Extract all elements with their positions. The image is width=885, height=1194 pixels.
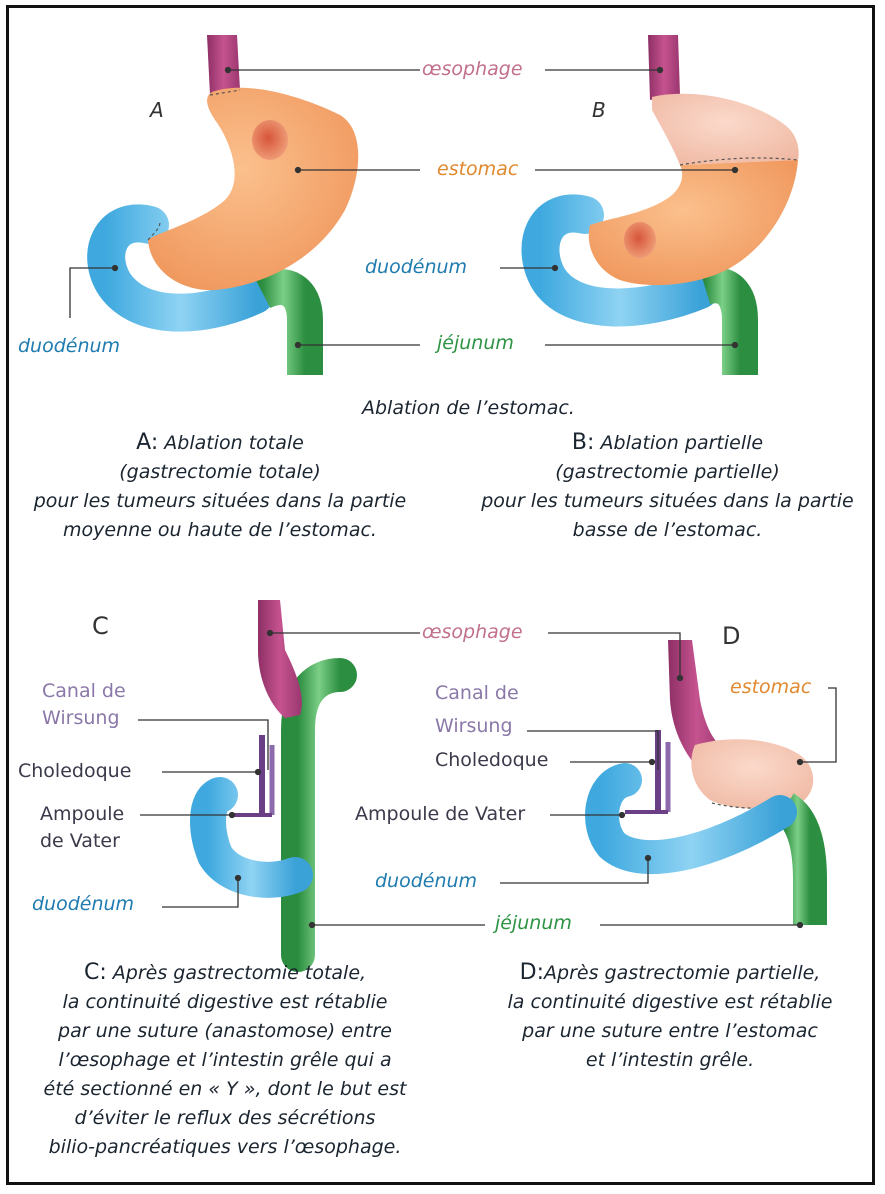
desc-a-line3: pour les tumeurs situées dans la partie (10, 487, 430, 516)
label-canal-wirsung-c-1: Canal de (42, 680, 126, 702)
label-ampoule-d: Ampoule de Vater (355, 803, 525, 825)
panel-letter-b: B (592, 98, 606, 122)
label-stomach-top: estomac (437, 158, 518, 180)
jejunum-b (705, 285, 740, 375)
label-canal-wirsung-d-1: Canal de (435, 682, 519, 704)
description-a: A: Ablation totale (gastrectomie totale)… (10, 428, 430, 545)
caption-ablation: Ablation de l’estomac. (362, 397, 575, 419)
desc-b-letter: B: (572, 430, 595, 455)
label-duodenum-left: duodénum (18, 335, 120, 357)
desc-b-line4: basse de l’estomac. (455, 516, 880, 545)
desc-b-line3: pour les tumeurs situées dans la partie (455, 487, 880, 516)
label-duodenum-right: duodénum (365, 256, 467, 278)
panel-letter-d: D (722, 622, 740, 650)
desc-c-line2: la continuité digestive est rétablie (15, 988, 435, 1017)
desc-c-line5: été sectionné en « Y », dont le but est (15, 1075, 435, 1104)
stomach-a (148, 88, 358, 290)
label-choledoque-d: Choledoque (435, 749, 548, 771)
desc-c-line4: l’œsophage et l’intestin grêle qui a (15, 1046, 435, 1075)
tumor-a (252, 120, 288, 160)
desc-c-line6: d’éviter le reflux des sécrétions (15, 1104, 435, 1133)
desc-c-line7: bilio-pancréatiques vers l’œsophage. (15, 1133, 435, 1162)
description-d: D:Après gastrectomie partielle, la conti… (470, 958, 870, 1075)
desc-d-line3: par une suture entre l’estomac (470, 1017, 870, 1046)
description-c: C: Après gastrectomie totale, la continu… (15, 958, 435, 1162)
oesophagus-b (648, 35, 680, 100)
panel-letter-a: A (150, 98, 164, 122)
panel-letter-c: C (92, 612, 109, 640)
label-oesophagus-bottom: œsophage (422, 621, 523, 643)
diagram-a-total-gastrectomy (106, 35, 358, 375)
desc-d-line2: la continuité digestive est rétablie (470, 988, 870, 1017)
oesophagus-a (207, 35, 240, 95)
label-duodenum-d: duodénum (375, 870, 477, 892)
stomach-b-removed (652, 94, 799, 165)
label-jejunum-top: jéjunum (437, 332, 514, 354)
label-ampoule-c-1: Ampoule (40, 803, 124, 825)
desc-a-line2: (gastrectomie totale) (10, 458, 430, 487)
label-oesophagus-top: œsophage (422, 58, 523, 80)
desc-d-line1: Après gastrectomie partielle, (544, 962, 820, 984)
desc-c-letter: C: (84, 960, 107, 985)
jejunum-a (262, 287, 305, 375)
label-ampoule-c-2: de Vater (40, 830, 120, 852)
desc-b-line1: Ablation partielle (600, 432, 763, 454)
desc-b-line2: (gastrectomie partielle) (455, 458, 880, 487)
desc-c-line3: par une suture (anastomose) entre (15, 1017, 435, 1046)
jejunum-limb-c (298, 675, 340, 955)
desc-a-line1: Ablation totale (164, 432, 304, 454)
label-jejunum-bottom: jéjunum (495, 912, 572, 934)
label-choledoque-c: Choledoque (18, 760, 131, 782)
label-canal-wirsung-d-2: Wirsung (435, 715, 513, 737)
diagram-c-total-reconstruction (208, 600, 340, 955)
label-duodenum-c: duodénum (32, 893, 134, 915)
diagram-b-partial-gastrectomy (540, 35, 798, 375)
label-canal-wirsung-c-2: Wirsung (42, 707, 120, 729)
desc-c-line1: Après gastrectomie totale, (113, 962, 366, 984)
stomach-b-remaining (589, 160, 798, 285)
desc-d-letter: D: (520, 960, 544, 985)
tumor-b (624, 222, 656, 258)
label-stomach-d: estomac (730, 676, 811, 698)
desc-d-line4: et l’intestin grêle. (470, 1046, 870, 1075)
desc-a-line4: moyenne ou haute de l’estomac. (10, 516, 430, 545)
oesophagus-c (258, 600, 302, 718)
desc-a-letter: A: (136, 430, 158, 455)
description-b: B: Ablation partielle (gastrectomie part… (455, 428, 880, 545)
